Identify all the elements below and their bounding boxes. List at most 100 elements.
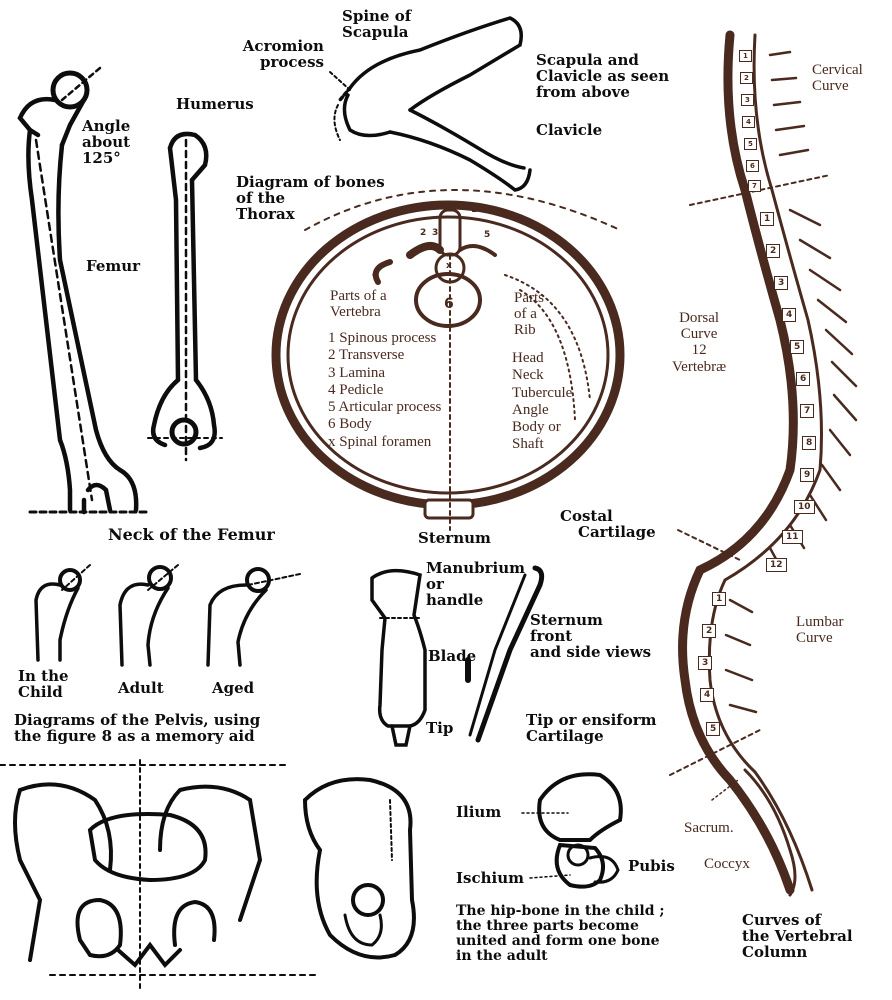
hip-caption-line-1: The hip-bone in the child ; [456,904,702,919]
spine-dorsal-number: 3 [774,276,788,290]
femur-label: Femur [86,258,140,274]
spine-lumbar-number: 3 [698,656,712,670]
rib-part-head: Head [512,350,572,367]
spine-dorsal-number: 12 [766,558,787,572]
vertebra-parts-list: 1 Spinous process 2 Transverse 3 Lamina … [328,330,441,451]
sternum-label: Sternum [418,530,491,546]
vertebra-part-6: 6 Body [328,416,441,433]
cervical-curve-label: Cervical Curve [812,62,863,94]
manubrium-line-2: or [426,576,525,592]
manubrium-label: Manubrium or handle [426,560,525,609]
vertebra-part-5: 5 Articular process [328,399,441,416]
coccyx-label: Coccyx [704,856,750,872]
rib-parts-list: Head Neck Tubercule Angle Body or Shaft [512,350,572,454]
spine-dorsal-number: 8 [802,436,816,450]
thorax-number-3: 3 [432,228,438,238]
spine-dorsal-number: 7 [800,404,814,418]
tip-ensiform-line-2: Cartilage [526,728,657,744]
spine-cervical-number: 1 [739,50,752,62]
sternum-views-line-1: Sternum [530,612,651,628]
cervical-line-1: Cervical [812,62,863,78]
thorax-title-line-2: of the [236,190,385,206]
angle-about-label: Angle about 125° [82,118,130,167]
scapula-clavicle-above-label: Scapula and Clavicle as seen from above [536,52,669,101]
ischium-label: Ischium [456,870,524,886]
angle-line-1: Angle [82,118,130,134]
pelvis-caption-line-2: the figure 8 as a memory aid [14,728,260,744]
costal-cartilage-label: Costal Cartilage [560,508,656,540]
tip-label: Tip [426,720,453,736]
vertebral-caption-line-2: the Vertebral [742,928,853,944]
spine-cervical-number: 2 [740,72,753,84]
rib-part-body: Body or [512,419,572,436]
spine-dorsal-number: 11 [782,530,803,544]
vertebra-part-x: x Spinal foramen [328,434,441,451]
spine-cervical-number: 7 [748,180,761,192]
thorax-number-x: x [446,261,452,271]
costal-line-2: Cartilage [560,524,656,540]
sternum-views-line-3: and side views [530,644,651,660]
thorax-title-label: Diagram of bones of the Thorax [236,174,385,223]
spine-dorsal-number: 4 [782,308,796,322]
child-line-1: In the [18,668,69,684]
vertebra-part-3: 3 Lamina [328,365,441,382]
dorsal-line-2: Curve [672,326,726,342]
pelvis-drawing [0,760,414,990]
rib-part-shaft: Shaft [512,436,572,453]
costal-line-1: Costal [560,508,656,524]
spine-dorsal-number: 9 [800,468,814,482]
spine-of-scapula-line-1: Spine of [342,8,411,24]
scapula-clavicle-line-1: Scapula and [536,52,669,68]
ilium-label: Ilium [456,804,501,820]
pelvis-caption: Diagrams of the Pelvis, using the figure… [14,712,260,744]
in-the-child-label: In the Child [18,668,69,700]
humerus-label: Humerus [176,96,254,112]
rib-part-tubercule: Tubercule [512,385,572,402]
scapula-clavicle-drawing [330,18,530,190]
vertebral-caption-line-3: Column [742,944,853,960]
manubrium-line-1: Manubrium [426,560,525,576]
hip-caption-line-2: the three parts become [456,919,702,934]
rib-title-line-3: Rib [514,322,544,338]
spine-lumbar-number: 4 [700,688,714,702]
thorax-number-6: 6 [444,296,454,312]
thorax-title-line-3: Thorax [236,206,385,222]
vertebra-parts-title: Parts of a Vertebra [330,288,387,320]
rib-parts-title: Parts of a Rib [514,290,544,339]
spine-cervical-number: 4 [742,116,755,128]
vertebra-part-4: 4 Pedicle [328,382,441,399]
tip-ensiform-line-1: Tip or ensiform [526,712,657,728]
scapula-clavicle-line-2: Clavicle as seen [536,68,669,84]
acromion-line-2: process [238,54,324,70]
scapula-clavicle-line-3: from above [536,84,669,100]
dorsal-line-1: Dorsal [672,310,726,326]
dorsal-line-4: Vertebræ [672,359,726,375]
pelvis-caption-line-1: Diagrams of the Pelvis, using [14,712,260,728]
vertebral-caption-line-1: Curves of [742,912,853,928]
dorsal-line-3: 12 [672,342,726,358]
vertebra-part-1: 1 Spinous process [328,330,441,347]
thorax-number-1: 1 [471,205,477,215]
acromion-process-label: Acromion process [238,38,324,70]
rib-part-neck: Neck [512,367,572,384]
thorax-number-5: 5 [484,230,490,240]
spine-cervical-number: 5 [744,138,757,150]
spine-cervical-number: 6 [746,160,759,172]
neck-of-femur-label: Neck of the Femur [108,526,275,543]
manubrium-line-3: handle [426,592,525,608]
hip-caption-line-4: in the adult [456,949,702,964]
sternum-views-label: Sternum front and side views [530,612,651,661]
neck-of-femur-drawings [36,565,300,665]
spine-lumbar-number: 5 [706,722,720,736]
hip-caption-line-3: united and form one bone [456,934,702,949]
vertebral-column-drawing [670,35,856,895]
vertebral-caption: Curves of the Vertebral Column [742,912,853,961]
sternum-views-line-2: front [530,628,651,644]
vertebra-title-line-2: Vertebra [330,304,387,320]
spine-lumbar-number: 1 [712,592,726,606]
hip-bone-child-drawing [522,774,621,886]
sacrum-label: Sacrum. [684,820,734,836]
hip-bone-caption: The hip-bone in the child ; the three pa… [456,904,702,964]
blade-label: Blade [428,648,476,664]
